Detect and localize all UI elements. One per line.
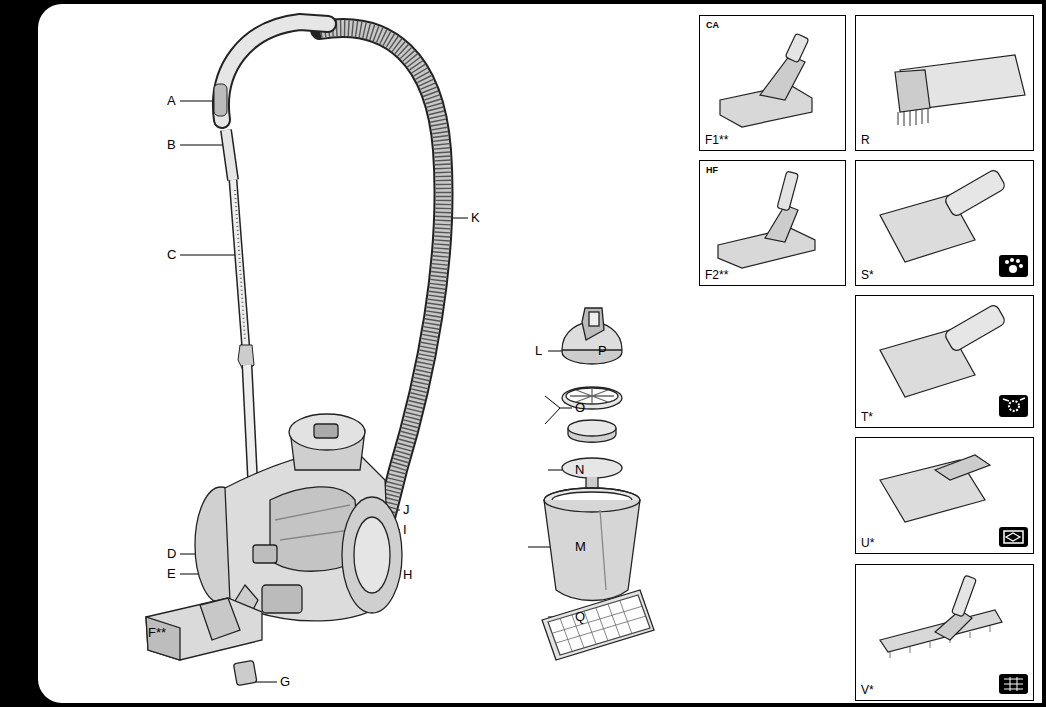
- part-letter: D: [167, 547, 176, 560]
- part-letter: N: [575, 463, 584, 476]
- part-letter: F2**: [705, 269, 728, 281]
- part-letter: I: [403, 523, 407, 536]
- accessory-box: V*: [855, 564, 1034, 701]
- part-letter: A: [167, 94, 176, 107]
- part-letter: H: [403, 568, 412, 581]
- accessory-box: HF F2**: [699, 160, 846, 286]
- part-letter: U*: [861, 537, 874, 549]
- accessory-box: R: [855, 15, 1034, 151]
- part-letter: F**: [148, 626, 166, 639]
- part-letter: B: [167, 138, 176, 151]
- part-letter: M: [575, 540, 586, 553]
- part-letter: T*: [861, 411, 873, 423]
- accessory-box: U*: [855, 437, 1034, 554]
- part-letter: J: [403, 503, 410, 516]
- part-letter: K: [471, 211, 480, 224]
- part-letter: S*: [861, 269, 874, 281]
- accessory-box: T*: [855, 295, 1034, 428]
- part-letter: V*: [861, 684, 874, 696]
- part-letter: O: [575, 401, 585, 414]
- part-letter: R: [861, 134, 870, 146]
- part-letter: Q: [575, 610, 585, 623]
- part-letter: C: [167, 248, 176, 261]
- accessory-box: S*: [855, 160, 1034, 286]
- part-letter: G: [280, 675, 290, 688]
- variant-code: CA: [706, 21, 719, 30]
- accessory-box: CA F1**: [699, 15, 846, 151]
- part-letter: L: [535, 344, 542, 357]
- part-letter: F1**: [705, 134, 728, 146]
- part-letter: P: [598, 344, 607, 357]
- variant-code: HF: [706, 166, 718, 175]
- part-letter: E: [167, 567, 176, 580]
